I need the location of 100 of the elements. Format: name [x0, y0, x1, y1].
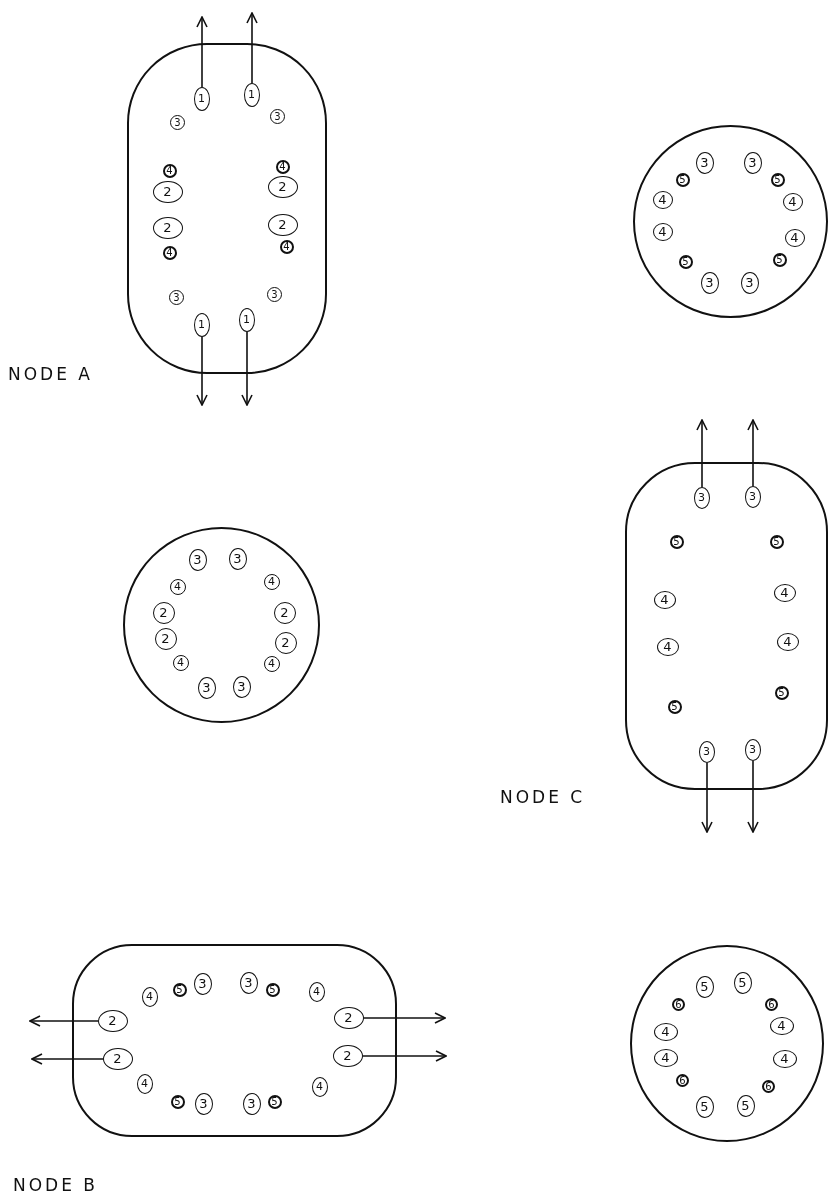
pin-ellipse	[169, 290, 184, 305]
pin-ellipse	[772, 252, 787, 267]
circle-outline	[630, 945, 824, 1142]
pin-number: 4	[146, 991, 153, 1002]
pin-number: 5	[700, 980, 709, 993]
pin-ellipse	[279, 239, 294, 254]
pin-number: 4	[780, 586, 789, 599]
pin-ellipse	[228, 547, 247, 570]
pin-ellipse	[170, 1094, 185, 1109]
arrow	[241, 331, 253, 406]
pin-ellipse	[152, 216, 183, 239]
pin-number: 5	[774, 174, 781, 185]
pin-ellipse	[162, 163, 177, 178]
pin-ellipse	[311, 1076, 328, 1097]
pin-number: 4	[166, 165, 173, 176]
pin-ellipse	[653, 1022, 678, 1041]
pin-number: 3	[244, 976, 253, 989]
pin-number: 5	[269, 984, 276, 995]
pin-ellipse	[693, 486, 710, 509]
pin-ellipse	[675, 172, 690, 187]
pin-ellipse	[232, 675, 251, 698]
pin-ellipse	[102, 1047, 133, 1070]
pin-number: 5	[776, 254, 783, 265]
pin-ellipse	[141, 986, 158, 1007]
pin-number: 3	[193, 553, 202, 566]
pin-number: 3	[749, 744, 756, 755]
pin-number: 3	[749, 491, 756, 502]
arrow	[696, 419, 708, 488]
pin-number: 6	[675, 999, 682, 1010]
pin-number: 4	[313, 986, 320, 997]
pin-number: 1	[248, 89, 255, 100]
pin-number: 6	[765, 1081, 772, 1092]
pin-ellipse	[136, 1073, 153, 1094]
arrow	[747, 760, 759, 833]
pin-number: 2	[159, 606, 168, 619]
pin-number: 4	[283, 241, 290, 252]
pin-number: 2	[108, 1014, 117, 1027]
pin-number: 5	[773, 536, 780, 547]
arrow	[196, 336, 208, 406]
pin-number: 3	[700, 156, 709, 169]
pin-number: 6	[679, 1075, 686, 1086]
pin-number: 4	[141, 1078, 148, 1089]
pin-ellipse	[736, 1094, 755, 1117]
pin-number: 3	[698, 492, 705, 503]
pin-ellipse	[239, 971, 258, 994]
pin-number: 5	[671, 701, 678, 712]
pin-ellipse	[332, 1044, 363, 1067]
pin-ellipse	[698, 740, 715, 763]
pin-ellipse	[695, 151, 714, 174]
pin-ellipse	[744, 738, 761, 761]
arrow	[363, 1012, 446, 1024]
pin-number: 2	[280, 606, 289, 619]
pin-ellipse	[267, 175, 298, 198]
pin-number: 2	[281, 636, 290, 649]
pin-number: 3	[271, 289, 278, 300]
pin-number: 4	[661, 1051, 670, 1064]
pin-number: 2	[113, 1052, 122, 1065]
pin-number: 4	[658, 225, 667, 238]
node-label: NODE A	[8, 364, 93, 384]
circle-outline	[123, 527, 320, 723]
pin-ellipse	[769, 534, 784, 549]
pin-ellipse	[97, 1009, 128, 1032]
pin-ellipse	[308, 981, 325, 1002]
pin-ellipse	[154, 627, 177, 650]
arrow	[31, 1053, 104, 1065]
pin-number: 5	[176, 984, 183, 995]
pin-ellipse	[782, 192, 803, 211]
pin-number: 3	[274, 111, 281, 122]
pin-number: 4	[780, 1052, 789, 1065]
pin-ellipse	[152, 601, 175, 624]
pin-number: 4	[268, 658, 275, 669]
arrow	[196, 16, 208, 88]
pin-ellipse	[197, 676, 216, 699]
pin-number: 2	[163, 221, 172, 234]
pin-number: 4	[783, 635, 792, 648]
pin-ellipse	[743, 151, 762, 174]
pin-ellipse	[774, 685, 789, 700]
pin-ellipse	[193, 312, 210, 337]
pin-ellipse	[744, 485, 761, 508]
pin-number: 3	[199, 1097, 208, 1110]
pin-ellipse	[243, 82, 260, 107]
pin-number: 2	[163, 185, 172, 198]
pin-number: 1	[243, 314, 250, 325]
pin-number: 5	[679, 174, 686, 185]
node-label: NODE C	[500, 787, 586, 807]
pin-number: 3	[233, 552, 242, 565]
pin-ellipse	[194, 1092, 213, 1115]
arrow	[701, 762, 713, 833]
node-label: NODE B	[13, 1175, 98, 1195]
pin-ellipse	[695, 975, 714, 998]
pin-ellipse	[169, 578, 186, 595]
pin-number: 4	[660, 593, 669, 606]
pin-number: 4	[663, 640, 672, 653]
pin-ellipse	[238, 307, 255, 332]
pin-number: 1	[198, 93, 205, 104]
pin-ellipse	[667, 699, 682, 714]
circle-outline	[633, 125, 828, 318]
pin-number: 2	[278, 218, 287, 231]
pin-number: 5	[174, 1096, 181, 1107]
pin-ellipse	[275, 159, 290, 174]
